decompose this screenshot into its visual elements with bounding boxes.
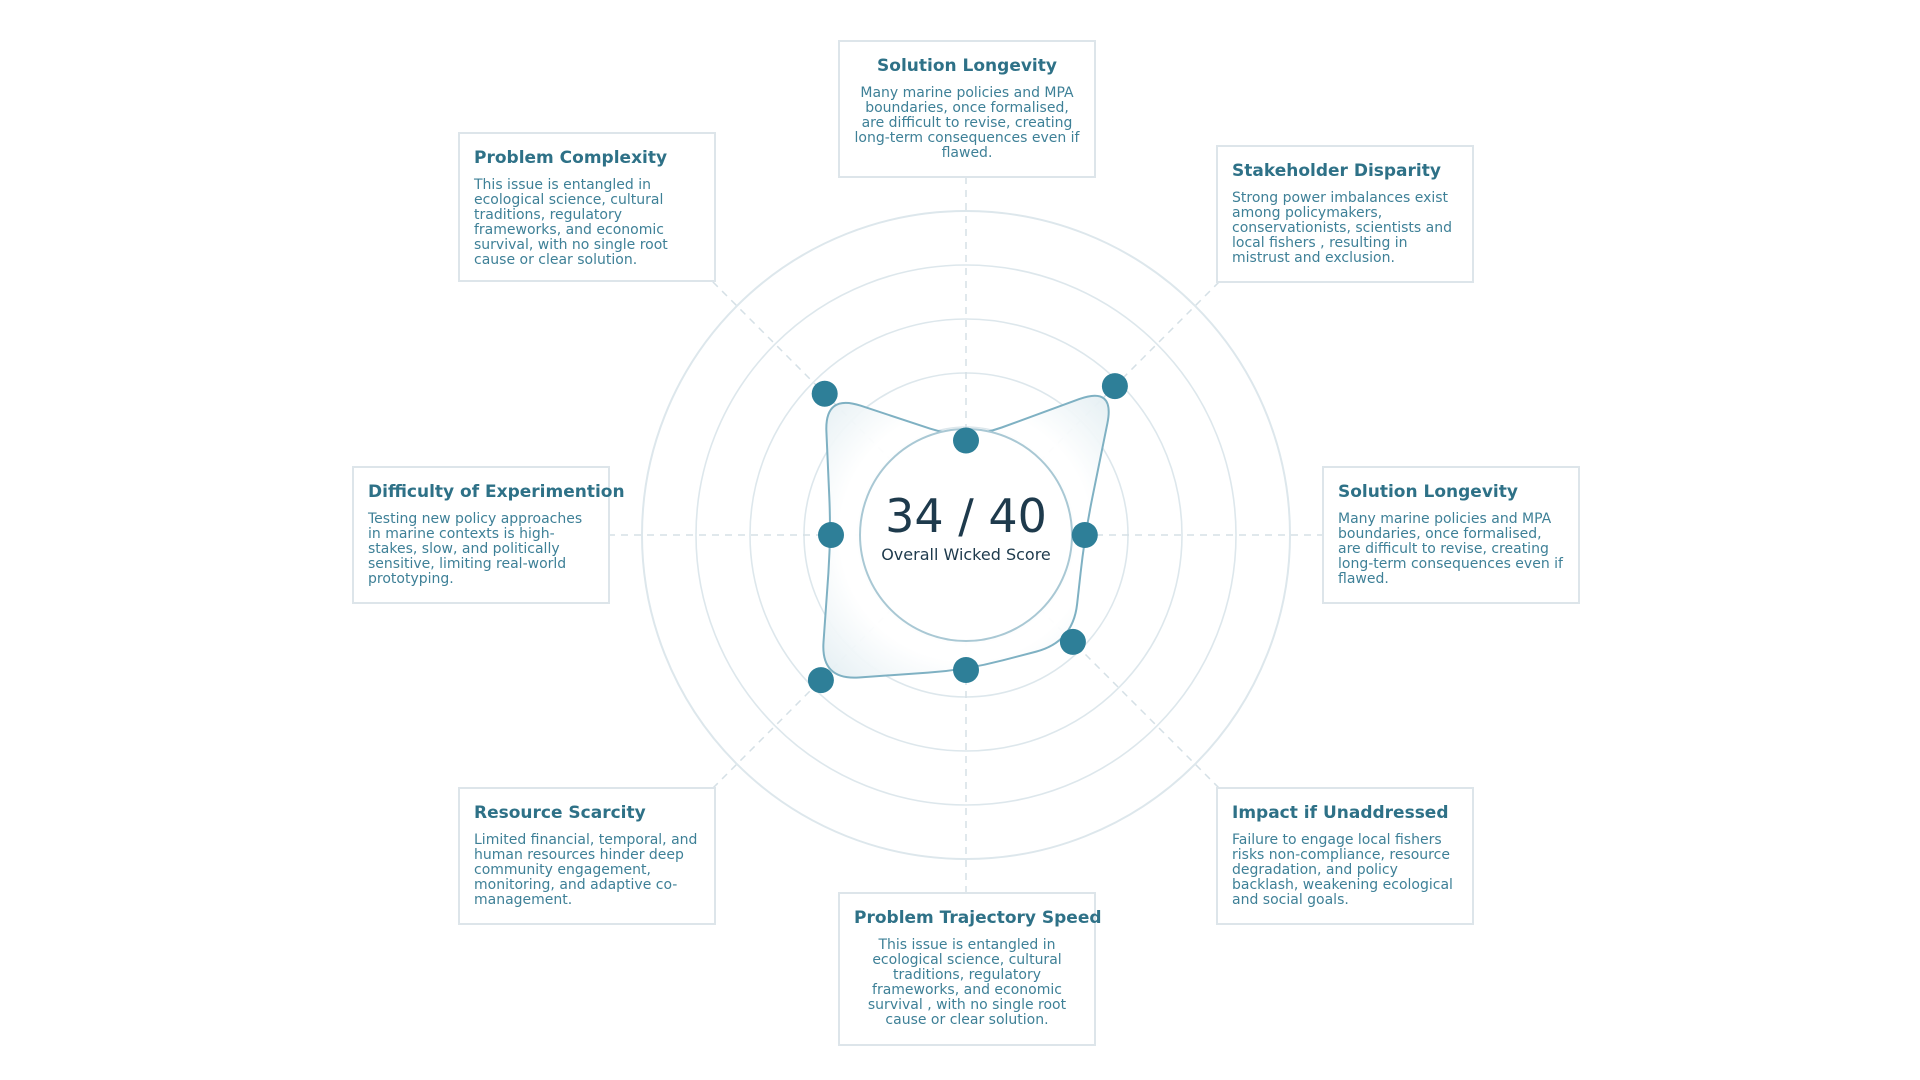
radar-point-1 <box>1101 373 1128 400</box>
axis-card-impact-if-unaddressed: Impact if Unaddressed Failure to engage … <box>1216 787 1474 925</box>
radar-ring <box>695 264 1237 806</box>
radar-point-5 <box>807 667 834 694</box>
axis-card-difficulty-of-experimention: Difficulty of Experimention Testing new … <box>352 466 625 604</box>
axis-card-problem-complexity: Problem Complexity This issue is entangl… <box>458 132 716 282</box>
axis-card-text: This issue is entangled in ecological sc… <box>474 177 668 269</box>
axis-card-text: This issue is entangled in ecological sc… <box>867 937 1067 1029</box>
axis-card-stakeholder-disparity: Stakeholder Disparity Strong power imbal… <box>1216 145 1474 283</box>
overall-score: 34 / 40 Overall Wicked Score <box>866 493 1066 564</box>
radar-point-6 <box>818 522 844 548</box>
axis-card-title: Resource Scarcity <box>474 803 646 823</box>
radar-ring <box>641 210 1291 860</box>
axis-card-title: Stakeholder Disparity <box>1232 161 1441 181</box>
axis-card-title: Problem Trajectory Speed <box>854 908 1102 928</box>
radar-ring <box>749 318 1183 752</box>
axis-card-problem-trajectory-speed: Problem Trajectory Speed This issue is e… <box>838 892 1102 1046</box>
axis-card-text: Limited financial, temporal, and human r… <box>474 832 698 909</box>
radar-data-points <box>807 373 1128 694</box>
radar-point-7 <box>811 380 838 407</box>
axis-card-solution-longevity-right: Solution Longevity Many marine policies … <box>1322 466 1580 604</box>
score-label: Overall Wicked Score <box>881 545 1051 564</box>
axis-card-title: Difficulty of Experimention <box>368 482 625 502</box>
radar-point-0 <box>953 427 979 454</box>
axis-card-resource-scarcity: Resource Scarcity Limited financial, tem… <box>458 787 716 925</box>
radar-point-2 <box>1071 522 1098 548</box>
score-value: 34 / 40 <box>885 489 1047 543</box>
axis-card-title: Impact if Unaddressed <box>1232 803 1449 823</box>
axis-card-text: Many marine policies and MPA boundaries,… <box>854 85 1080 162</box>
axis-card-title: Solution Longevity <box>877 56 1057 76</box>
radar-point-4 <box>953 657 979 683</box>
axis-card-text: Testing new policy approaches in marine … <box>368 511 583 588</box>
axis-card-text: Strong power imbalances exist among poli… <box>1232 190 1452 267</box>
axis-card-text: Failure to engage local fishers risks no… <box>1232 832 1453 909</box>
axis-card-title: Solution Longevity <box>1338 482 1518 502</box>
axis-card-title: Problem Complexity <box>474 148 668 168</box>
axis-card-text: Many marine policies and MPA boundaries,… <box>1338 511 1563 588</box>
radar-point-3 <box>1059 628 1086 655</box>
axis-card-solution-longevity-top: Solution Longevity Many marine policies … <box>838 40 1096 178</box>
